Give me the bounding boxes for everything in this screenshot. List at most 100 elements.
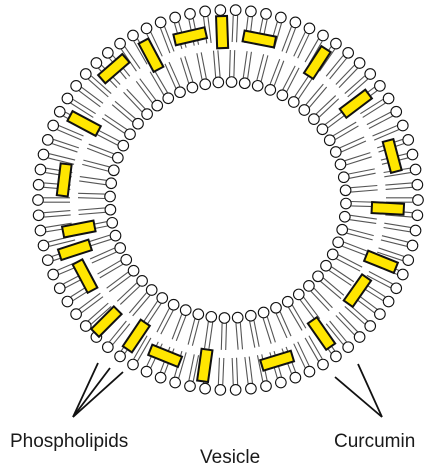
lipid-tail [274,61,284,86]
outer-phospholipid [230,358,241,395]
outer-phospholipid [230,5,241,42]
inner-phospholipid [309,96,339,125]
outer-phospholipid [38,149,75,164]
lipid-tail [349,169,375,174]
phospholipid-head [258,307,269,318]
phospholipid-head [318,30,329,41]
lipid-tail [286,28,295,53]
phospholipid-head [71,81,82,92]
phospholipid-head [397,120,408,131]
curcumin-molecule [372,202,405,215]
lipid-tail [185,56,193,81]
phospholipid-head [115,38,126,49]
lipid-tail [237,358,238,385]
phospholipid-head [412,210,423,221]
phospholipid-head [141,366,152,377]
outer-phospholipid [385,179,422,190]
inner-phospholipid [129,285,157,316]
inner-phospholipid [165,62,185,97]
phospholipid-head [157,293,168,304]
inner-phospholipid [288,74,313,107]
phospholipid-head [304,23,315,34]
phospholipid-head [106,178,117,189]
phospholipid-head [327,249,338,260]
lipid-tail [78,198,105,199]
lipid-tail [298,34,309,58]
phospholipid-head [282,296,293,307]
phospholipid-head [410,225,421,236]
outer-phospholipid [294,342,315,377]
inner-phospholipid [331,137,366,157]
phospholipid-head [354,332,365,343]
lipid-tail [223,358,224,385]
phospholipid-head [163,93,174,104]
phospholipid-head [383,296,394,307]
lipid-tail [172,314,182,339]
lipid-tail [351,185,378,187]
phospholipid-head [340,185,351,196]
phospholipid-head [200,79,211,90]
lipid-tail [90,248,114,259]
phospholipid-head [341,198,352,209]
lipid-tail [283,66,295,90]
phospholipid-head [413,195,424,206]
phospholipid-head [152,100,163,111]
phospholipid-head [118,140,129,151]
phospholipid-head [215,5,226,16]
lipid-tail [350,220,376,224]
phospholipid-head [239,78,250,89]
phospholipid-head [180,305,191,316]
phospholipid-head [54,283,65,294]
phospholipid-head [206,312,217,323]
phospholipid-head [128,359,139,370]
lipid-tail [79,181,105,185]
phospholipid-head [125,129,136,140]
lipid-tail [181,58,189,83]
lipid-tail [205,322,209,348]
lipid-tail [161,310,173,334]
curcumin-molecule [197,349,212,382]
phospholipid-head [200,6,211,17]
phospholipid-head [103,342,114,353]
phospholipid-head [62,93,73,104]
phospholipid-head [200,383,211,394]
outer-phospholipid [336,312,365,342]
inner-phospholipid [107,265,139,291]
phospholipid-head [354,58,365,69]
phospholipid-head [103,48,114,59]
lipid-tail [270,59,280,84]
inner-phospholipid [252,54,267,91]
curcumin-molecule [62,221,96,238]
phospholipid-head [42,135,53,146]
phospholipid-head [175,87,186,98]
lipid-tail [342,141,366,152]
lipid-tail [384,173,410,177]
curcumin-molecule [67,111,100,136]
lipid-tail [336,259,360,271]
vesicle-label: Vesicle [200,447,260,468]
phospholipid-head [331,147,342,158]
inner-phospholipid [102,115,135,140]
lipid-tail [213,51,215,78]
phospholipid-head [383,93,394,104]
curcumin-molecule [243,31,277,48]
curcumin-molecule [364,251,398,273]
phospholipid-head [121,254,132,265]
phospholipid-head [141,23,152,34]
phospholipid-head [232,312,243,323]
phospholipid-head [261,381,272,392]
phospholipid-head [375,81,386,92]
inner-phospholipid [304,281,333,311]
phospholipid-head [107,217,118,228]
phospholipid-head [365,321,376,332]
lipid-tail [379,248,404,256]
lipid-tail [160,28,169,53]
phospholipid-head [185,381,196,392]
lipid-tail [87,148,112,158]
outer-phospholipid [294,23,315,58]
lipid-tail [249,357,252,384]
lipid-tail [248,52,252,78]
lipid-tail [221,323,222,350]
lipid-tail [189,354,194,380]
phospholipid-head [309,114,320,125]
